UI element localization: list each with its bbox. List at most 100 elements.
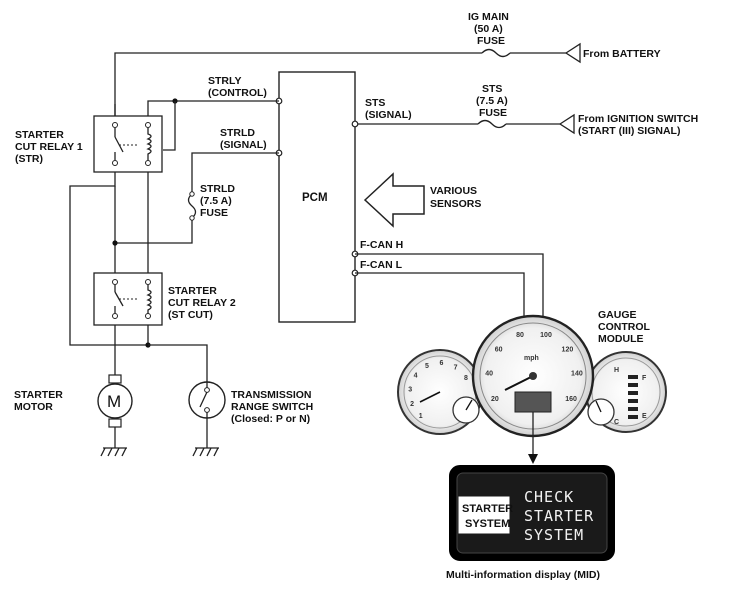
strld-fuse-line2: (7.5 A)	[200, 195, 232, 207]
ig-main-fuse-label: IG MAIN (50 A) FUSE	[468, 11, 512, 47]
fuel-temp-gauge: F E H C	[585, 351, 667, 433]
ig-main-fuse-symbol	[481, 48, 511, 58]
mid-display: STARTER SYSTEM CHECK STARTER SYSTEM	[449, 465, 615, 561]
sts-fuse-line1: STS	[482, 83, 502, 95]
tach-tick-1: 1	[419, 413, 423, 420]
strld-fuse-symbol	[187, 193, 197, 219]
starter-motor-line1: STARTER	[14, 389, 63, 401]
ig-main-line1: IG MAIN	[468, 11, 509, 23]
speedo-tick-60: 60	[495, 347, 503, 354]
starter-motor-symbol: M	[107, 392, 121, 411]
speedo-tick-20: 20	[491, 396, 499, 403]
transmission-range-switch	[188, 381, 226, 457]
relay-interconnect	[112, 186, 149, 273]
strld-signal-line2: (SIGNAL)	[220, 139, 267, 151]
strld-signal-line1: STRLD	[220, 127, 255, 139]
starter-motor: M	[97, 374, 133, 457]
relay2-line1: STARTER	[168, 285, 217, 297]
fcan-h-label: F-CAN H	[360, 239, 403, 251]
speedo-tick-100: 100	[540, 332, 552, 339]
starter-motor-line2: MOTOR	[14, 401, 53, 413]
trans-switch-line1: TRANSMISSION	[231, 389, 312, 401]
tach-tick-7: 7	[454, 364, 458, 371]
battery-label: From BATTERY	[583, 48, 661, 60]
relay2-line3: (ST CUT)	[168, 309, 213, 321]
strld-fuse-label: STRLD (7.5 A) FUSE	[200, 183, 238, 219]
temp-mark-c: C	[614, 419, 619, 426]
ig-main-line2: (50 A)	[474, 23, 503, 35]
fuel-mark-e: E	[642, 413, 647, 420]
tach-tick-4: 4	[414, 373, 418, 380]
trans-switch-line2: RANGE SWITCH	[231, 401, 313, 413]
lower-wiring	[114, 325, 208, 382]
tach-tick-3: 3	[408, 386, 412, 393]
gauge-mid-window	[514, 391, 552, 413]
speedo-tick-80: 80	[516, 332, 524, 339]
pcm-label: PCM	[302, 192, 328, 204]
sts-fuse-line3: FUSE	[479, 107, 507, 119]
strld-fuse-wire	[115, 152, 279, 244]
strly-label: STRLY (CONTROL)	[208, 75, 267, 99]
trans-switch-line3: (Closed: P or N)	[231, 413, 310, 425]
battery-connector-arrow	[564, 42, 581, 64]
strld-signal-label: STRLD (SIGNAL)	[220, 127, 267, 151]
trans-switch-label: TRANSMISSION RANGE SWITCH (Closed: P or …	[231, 389, 316, 425]
speedo-tick-120: 120	[562, 347, 574, 354]
tach-tick-8: 8	[464, 375, 468, 382]
relay1-line2: CUT RELAY 1	[15, 141, 83, 153]
relay2-label: STARTER CUT RELAY 2 (ST CUT)	[168, 285, 239, 321]
fuel-mark-f: F	[642, 375, 647, 382]
sts-signal-line2: (SIGNAL)	[365, 109, 412, 121]
starter-system-indicator	[458, 496, 510, 534]
mid-logo-line1: STARTER	[462, 503, 513, 515]
sts-signal-wire	[355, 113, 575, 135]
strld-fuse-line3: FUSE	[200, 207, 228, 219]
gauge-module-label: GAUGE CONTROL MODULE	[598, 309, 653, 345]
strly-line1: STRLY	[208, 75, 241, 87]
starter-cut-relay-1	[93, 115, 163, 173]
sensors-label: VARIOUS SENSORS	[430, 185, 481, 210]
gauge-module-line3: MODULE	[598, 333, 644, 345]
mid-msg-line2: STARTER	[524, 507, 594, 525]
speedo-tick-160: 160	[565, 396, 577, 403]
speedo-tick-140: 140	[571, 371, 583, 378]
starter-cut-relay-2	[93, 272, 163, 326]
strld-fuse-line1: STRLD	[200, 183, 235, 195]
sensors-line2: SENSORS	[430, 198, 481, 210]
strly-line2: (CONTROL)	[208, 87, 267, 99]
speedo-unit: mph	[524, 355, 539, 362]
mid-caption: Multi-information display (MID)	[446, 569, 600, 581]
battery-feed-wire	[114, 42, 581, 120]
mid-logo-line2: SYSTEM	[465, 518, 510, 530]
mid-msg-line1: CHECK	[524, 488, 574, 506]
starter-motor-label: STARTER MOTOR	[14, 389, 66, 413]
sensors-line1: VARIOUS	[430, 185, 477, 197]
tach-tick-2: 2	[410, 401, 414, 408]
relay1-line3: (STR)	[15, 153, 43, 165]
ig-main-line3: FUSE	[477, 35, 505, 47]
sts-fuse-symbol	[477, 119, 507, 129]
sts-fuse-line2: (7.5 A)	[476, 95, 508, 107]
relay2-line2: CUT RELAY 2	[168, 297, 236, 309]
sensors-input-arrow	[363, 172, 425, 228]
gauge-module-line1: GAUGE	[598, 309, 637, 321]
ignition-label: From IGNITION SWITCH (START (III) SIGNAL…	[578, 113, 701, 137]
gauge-module-line2: CONTROL	[598, 321, 650, 333]
relay1-label: STARTER CUT RELAY 1 (STR)	[15, 129, 86, 165]
fuel-tick-marks	[628, 375, 638, 419]
fcan-wires	[355, 253, 544, 316]
relay1-wiring	[69, 98, 279, 346]
mid-msg-line3: SYSTEM	[524, 526, 584, 544]
temp-mark-h: H	[614, 367, 619, 374]
sts-signal-line1: STS	[365, 97, 385, 109]
ignition-line1: From IGNITION SWITCH	[578, 113, 698, 125]
gauge-to-mid-arrow	[528, 412, 538, 464]
ignition-connector-arrow	[558, 113, 575, 135]
relay1-line1: STARTER	[15, 129, 64, 141]
pcm-box	[278, 71, 356, 323]
